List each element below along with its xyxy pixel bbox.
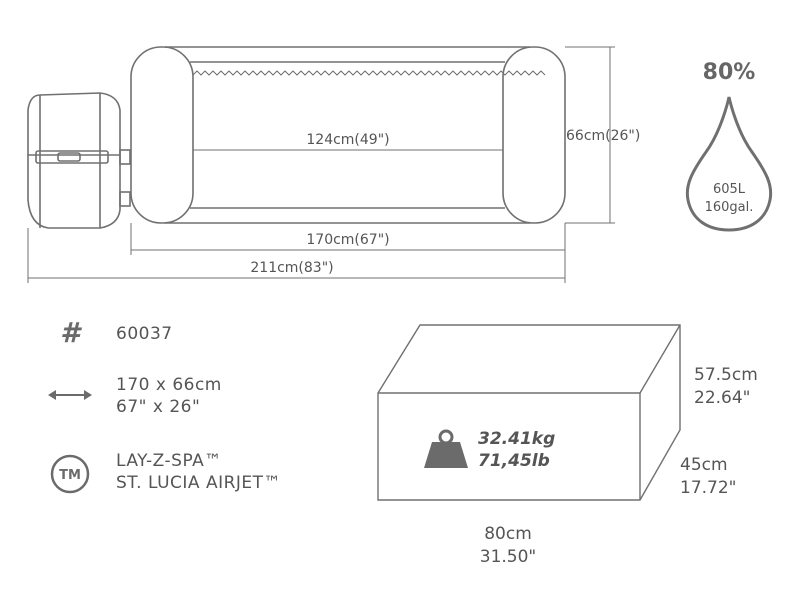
box-width-in: 31.50": [480, 547, 537, 567]
weight-icon: [424, 429, 468, 468]
trademark-icon: TM: [50, 454, 90, 494]
box-width-cm: 80cm: [484, 524, 532, 544]
shipping-box: [377, 324, 681, 501]
box-depth-in: 17.72": [680, 478, 737, 498]
double-arrow-icon: [48, 390, 92, 400]
model-number: 60037: [116, 324, 173, 344]
pump-unit: [27, 92, 131, 229]
outer-width-label: 170cm(67"): [306, 232, 389, 248]
brand-line-1: LAY-Z-SPA™: [116, 451, 222, 471]
hash-icon: #: [60, 316, 82, 349]
dimension-lines: [27, 46, 615, 283]
fill-liters-label: 605L: [713, 182, 746, 197]
weight-lb: 71,45lb: [478, 451, 550, 471]
size-imperial: 67" x 26": [116, 397, 200, 417]
fill-percent-label: 80%: [703, 60, 756, 85]
height-label: 66cm(26"): [566, 128, 640, 144]
fill-gallons-label: 160gal.: [705, 200, 754, 215]
spa-top-view: [27, 46, 615, 283]
brand-line-2: ST. LUCIA AIRJET™: [116, 473, 281, 493]
tub-outline: [130, 46, 566, 224]
total-width-label: 211cm(83"): [250, 260, 333, 276]
inner-width-label: 124cm(49"): [306, 132, 389, 148]
box-depth-cm: 45cm: [680, 455, 728, 475]
right-cushion: [502, 46, 566, 224]
cover-seam: [192, 70, 546, 76]
box-height-in: 22.64": [694, 388, 751, 408]
tm-icon-text: TM: [59, 468, 81, 483]
water-drop-icon: [685, 96, 773, 232]
weight-kg: 32.41kg: [478, 429, 555, 449]
size-metric: 170 x 66cm: [116, 375, 222, 395]
box-height-cm: 57.5cm: [694, 365, 758, 385]
left-cushion: [130, 46, 194, 224]
